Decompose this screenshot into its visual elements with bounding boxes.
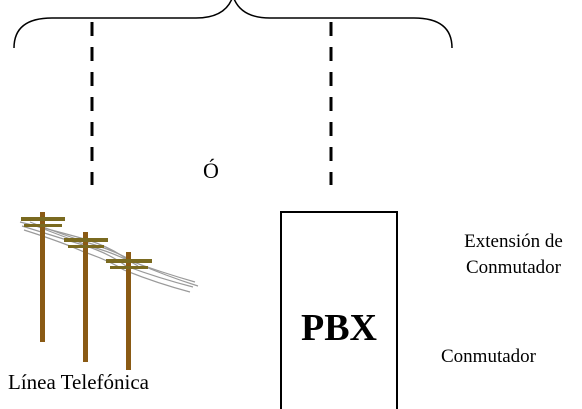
extension-label-line2: Conmutador: [466, 257, 561, 278]
curly-brace: [13, 0, 453, 49]
phone-line-label: Línea Telefónica: [8, 370, 149, 394]
extension-label-line1: Extensión de: [464, 231, 563, 252]
telephone-poles-icon: [19, 212, 199, 370]
pbx-label: PBX: [301, 307, 377, 349]
or-label: Ó: [203, 158, 219, 183]
pbx-box: PBX: [280, 211, 398, 409]
extension-label: Extensión de Conmutador: [441, 229, 582, 281]
switch-label: Conmutador: [441, 346, 536, 367]
